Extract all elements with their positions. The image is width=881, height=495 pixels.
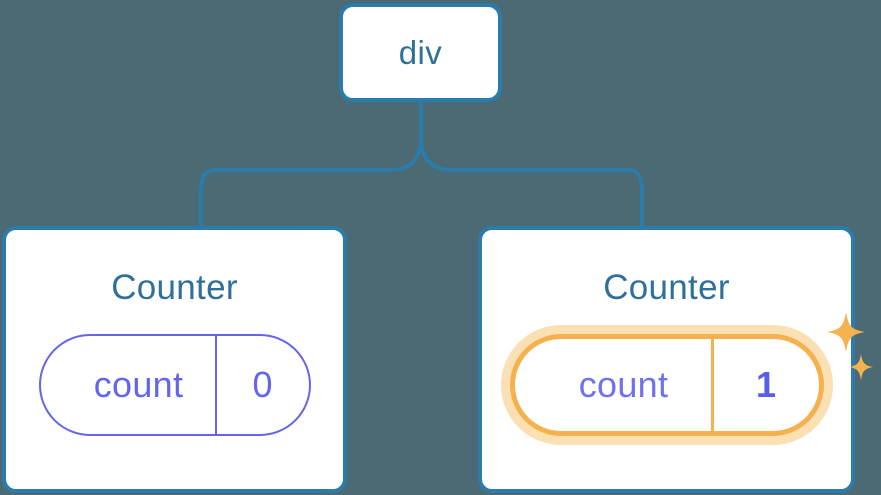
- sparkles-group: [826, 312, 873, 380]
- connector-left-branch: [199, 98, 423, 230]
- counter-right-state-pill[interactable]: count 1: [509, 334, 824, 436]
- connector-right-branch: [419, 98, 644, 230]
- tree-node-div[interactable]: div: [339, 3, 502, 102]
- sparkle-small-icon: [848, 354, 873, 380]
- counter-right-title: Counter: [603, 268, 730, 307]
- tree-node-counter-right[interactable]: Counter count 1: [478, 226, 873, 493]
- counter-left-state-pill[interactable]: count 0: [38, 334, 311, 436]
- counter-left-state-key: count: [93, 364, 184, 405]
- tree-node-div-label: div: [398, 34, 443, 71]
- sparkle-large-icon: [826, 312, 865, 352]
- counter-right-state-wrap: count 1: [509, 312, 873, 436]
- counter-right-state-value: 1: [710, 339, 819, 431]
- tree-node-counter-left[interactable]: Counter count 0: [2, 226, 347, 493]
- counter-right-state-key: count: [578, 364, 669, 405]
- counter-left-title: Counter: [111, 268, 238, 307]
- counter-left-state-wrap: count 0: [38, 334, 311, 436]
- counter-left-state-value: 0: [214, 336, 309, 434]
